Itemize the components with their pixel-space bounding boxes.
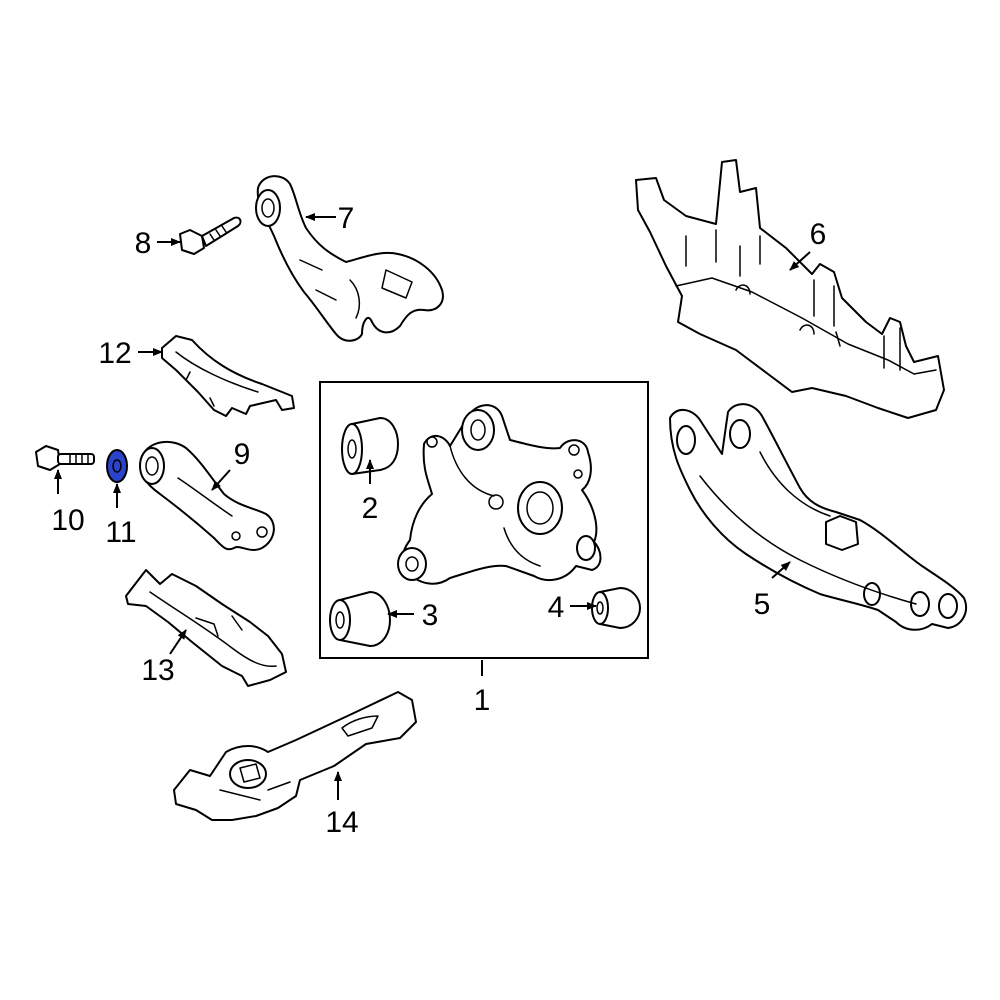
callout-12: 12 <box>98 337 131 370</box>
part-10-bolt[interactable] <box>35 445 95 471</box>
callout-4: 4 <box>548 591 565 624</box>
assembly-1-box <box>319 381 649 659</box>
callout-labels: 1 2 3 4 5 6 7 8 9 10 11 12 13 14 <box>51 202 826 839</box>
callout-10: 10 <box>51 504 84 537</box>
part-8-bolt[interactable] <box>179 216 242 255</box>
callout-6: 6 <box>810 218 827 251</box>
part-7-upper-control-arm[interactable] <box>255 175 444 342</box>
callout-9: 9 <box>234 438 251 471</box>
part-1-knuckle[interactable] <box>397 404 602 585</box>
callout-7: 7 <box>338 202 355 235</box>
callout-13: 13 <box>141 654 174 687</box>
part-5-lower-control-arm[interactable] <box>669 403 967 631</box>
callout-5: 5 <box>754 588 771 621</box>
leader-lines <box>54 213 811 800</box>
callout-11: 11 <box>105 516 136 549</box>
part-13-shield[interactable] <box>125 569 287 687</box>
part-14-bracket[interactable] <box>173 691 417 821</box>
part-12-shield[interactable] <box>161 335 295 417</box>
callout-3: 3 <box>422 599 439 632</box>
callout-1: 1 <box>474 684 491 717</box>
callout-2: 2 <box>362 492 379 525</box>
part-11-washer[interactable] <box>106 449 128 483</box>
part-6-splash-shield[interactable] <box>635 159 945 419</box>
part-2-bushing[interactable] <box>341 417 399 475</box>
part-4-bushing[interactable] <box>591 587 641 629</box>
callout-14: 14 <box>325 806 358 839</box>
part-9-lower-link[interactable] <box>139 440 275 551</box>
callout-8: 8 <box>135 227 152 260</box>
part-3-bushing[interactable] <box>329 591 391 647</box>
